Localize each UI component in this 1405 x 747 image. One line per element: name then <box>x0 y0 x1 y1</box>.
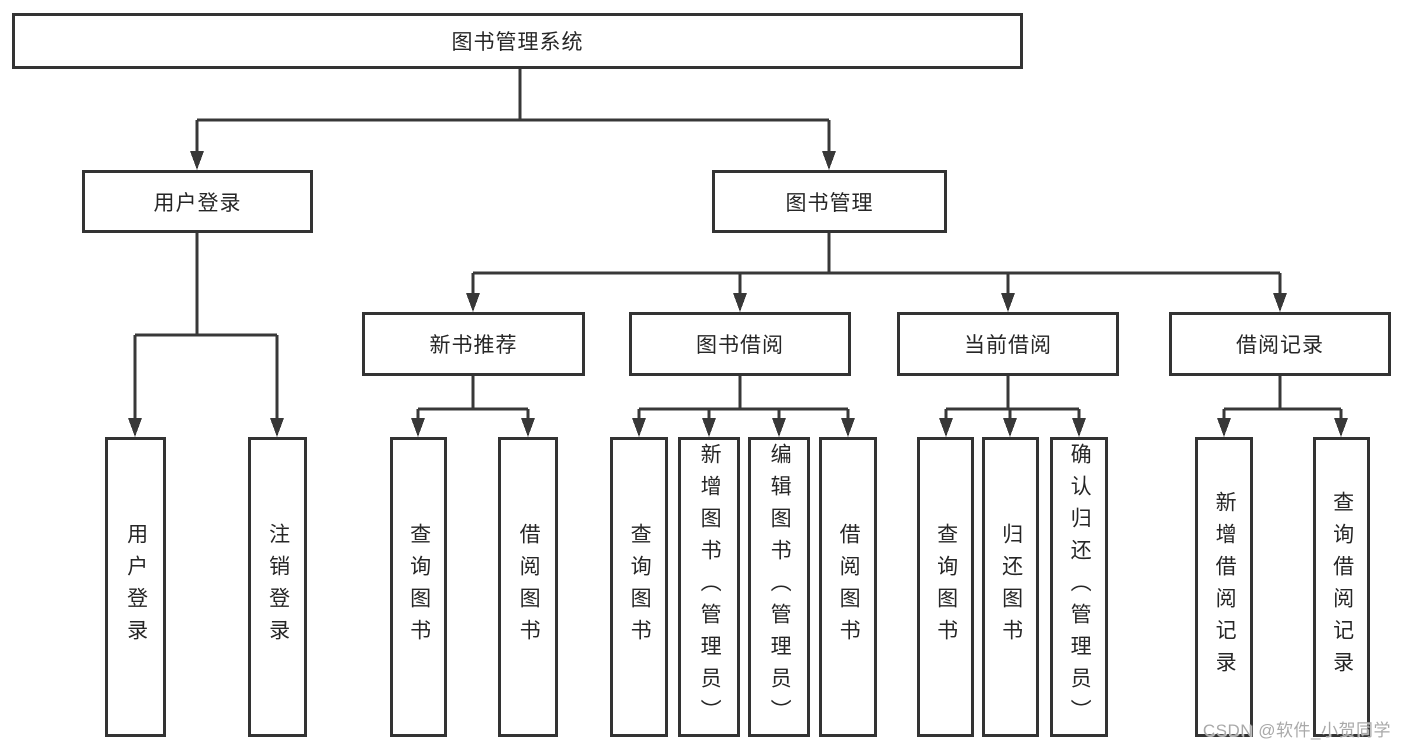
leaf-edit-book-admin-label: 编辑图书（管理员） <box>768 443 792 731</box>
leaf-add-borrow-record-label: 新增借阅记录 <box>1213 491 1237 683</box>
leaf-borrow-books-recommend-label: 借阅图书 <box>517 523 541 651</box>
leaf-query-borrow-record-label: 查询借阅记录 <box>1330 491 1354 683</box>
leaf-user-login-label: 用户登录 <box>124 523 148 651</box>
leaf-return-book-label: 归还图书 <box>999 523 1023 651</box>
leaf-query-books-recommend: 查询图书 <box>390 437 447 737</box>
leaf-user-login: 用户登录 <box>105 437 166 737</box>
leaf-query-books-current: 查询图书 <box>917 437 974 737</box>
leaf-confirm-return-admin-label: 确认归还（管理员） <box>1068 443 1092 731</box>
leaf-add-book-admin: 新增图书（管理员） <box>678 437 740 737</box>
node-borrow-records: 借阅记录 <box>1169 312 1391 376</box>
leaf-borrow-books: 借阅图书 <box>819 437 877 737</box>
leaf-edit-book-admin: 编辑图书（管理员） <box>748 437 810 737</box>
node-user-login-label: 用户登录 <box>153 191 242 215</box>
leaf-borrow-books-label: 借阅图书 <box>837 523 861 651</box>
leaf-add-book-admin-label: 新增图书（管理员） <box>698 443 722 731</box>
leaf-query-borrow-record: 查询借阅记录 <box>1313 437 1370 737</box>
edges-book-management <box>466 233 1287 312</box>
leaf-borrow-books-recommend: 借阅图书 <box>498 437 558 737</box>
leaf-logout-label: 注销登录 <box>266 523 290 651</box>
leaf-add-borrow-record: 新增借阅记录 <box>1195 437 1253 737</box>
edges-book-borrow <box>632 376 855 437</box>
node-user-login: 用户登录 <box>82 170 313 233</box>
leaf-logout: 注销登录 <box>248 437 307 737</box>
node-book-management: 图书管理 <box>712 170 947 233</box>
leaf-query-books-borrow-label: 查询图书 <box>628 523 652 651</box>
leaf-confirm-return-admin: 确认归还（管理员） <box>1050 437 1108 737</box>
node-current-borrow: 当前借阅 <box>897 312 1119 376</box>
leaf-query-books-borrow: 查询图书 <box>610 437 668 737</box>
edges-root <box>190 69 836 170</box>
leaf-query-books-recommend-label: 查询图书 <box>407 523 431 651</box>
node-book-borrow-label: 图书借阅 <box>696 334 784 357</box>
node-book-borrow: 图书借阅 <box>629 312 851 376</box>
node-root-label: 图书管理系统 <box>451 31 584 54</box>
edges-user-login <box>128 233 284 437</box>
node-borrow-records-label: 借阅记录 <box>1236 334 1324 357</box>
edges-current-borrow <box>939 376 1086 437</box>
node-current-borrow-label: 当前借阅 <box>964 334 1052 357</box>
edges-borrow-records <box>1217 376 1348 437</box>
leaf-query-books-current-label: 查询图书 <box>934 523 958 651</box>
node-book-management-label: 图书管理 <box>785 191 874 215</box>
csdn-watermark: CSDN @软件_小贺同学 <box>1202 721 1391 740</box>
leaf-return-book: 归还图书 <box>982 437 1039 737</box>
node-new-book-recommend: 新书推荐 <box>362 312 585 376</box>
node-root: 图书管理系统 <box>12 13 1023 69</box>
edges-new-book-recommend <box>411 376 535 437</box>
node-new-book-recommend-label: 新书推荐 <box>429 334 518 357</box>
